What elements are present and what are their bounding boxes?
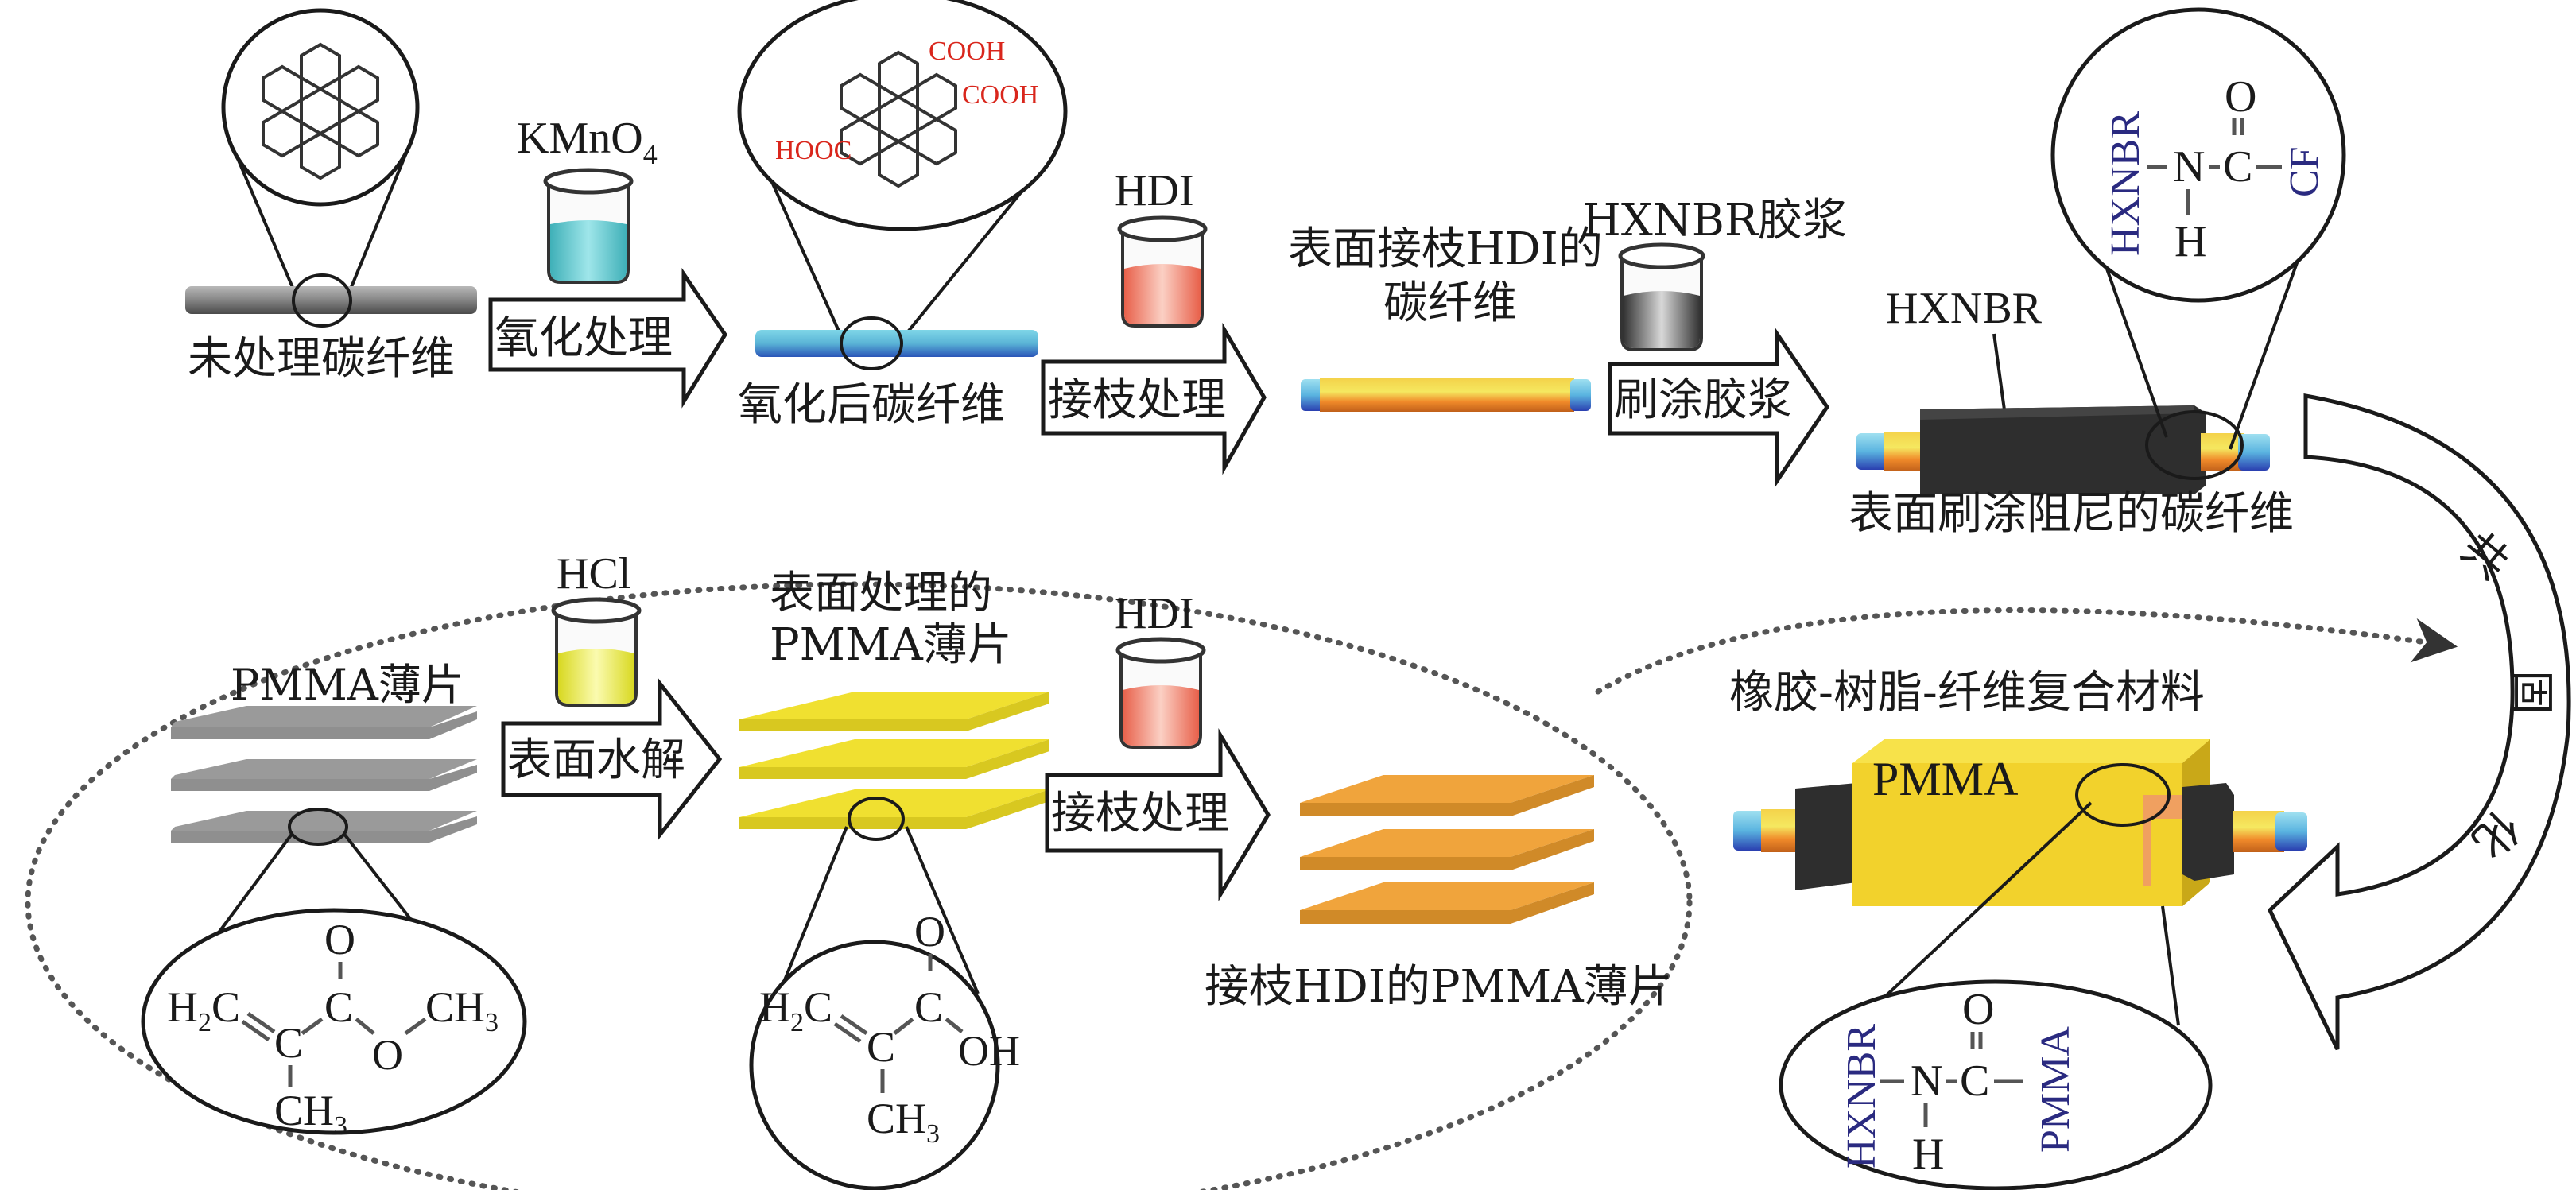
pmma-c-carbonyl: C [324,983,353,1031]
acid-oh: OH [958,1027,1020,1075]
composite-block: PMMA [1733,739,2307,906]
oxidized-fiber-zoom: COOH COOH HOOC [737,0,1068,345]
coated-fiber [1856,405,2270,494]
coating-step-label: 刷涂胶浆 [1614,374,1792,426]
grafted-fiber-label-line1: 表面接枝HDI的 [1288,223,1603,275]
untreated-fiber-zoom [221,8,420,301]
acid-o-top: O [914,908,945,955]
fiber-graft-step-label: 接枝处理 [1048,374,1226,426]
composite-h: H [1912,1130,1944,1179]
fiber-interface-zoom: HXNBR N C O H CF [2050,7,2346,480]
acid-h2c: H2C [759,983,832,1037]
acid-structure-zoom: O H2C C C OH CH3 [749,908,1020,1190]
composite-o: O [1962,985,1994,1034]
composite-n: N [1911,1056,1942,1106]
hdi-beaker-2-icon [1115,637,1206,749]
acid-ch3-bottom: CH3 [867,1095,940,1149]
hdi-label-bottom: HDI [1115,589,1194,638]
pmma-ch3-bottom: CH3 [274,1087,347,1141]
graphite-hexagon-icon [262,42,379,180]
pmma-o-ester: O [372,1031,403,1079]
sheet-to-cocuring-arrow [1595,607,2458,695]
untreated-fiber-label: 未处理碳纤维 [188,333,455,385]
hooc-group: HOOC [775,136,852,165]
kmno4-label: KMnO4 [517,114,658,170]
composite-left-group: HXNBR [1839,1024,1884,1169]
pmma-c-center: C [274,1019,303,1067]
grafted-sheets [1300,775,1594,924]
hdi-beaker-icon [1117,215,1208,328]
grafted-fiber [1301,378,1591,412]
composite-interface-zoom: HXNBR N C O H PMMA [1779,801,2213,1190]
hcl-label: HCl [557,549,630,599]
composite-label: 橡胶-树脂-纤维复合材料 [1729,667,2205,719]
interface-h: H [2174,217,2206,266]
grafted-sheet-label: 接枝HDI的PMMA薄片 [1205,961,1673,1013]
cocuring-char-2: 固 [2505,670,2557,715]
pmma-structure-zoom: O H2C C C O CH3 CH3 [141,908,527,1141]
pmma-sheet-label: PMMA薄片 [231,660,464,710]
hydrolysis-step-arrow: 表面水解 [501,677,723,841]
interface-n: N [2173,142,2205,192]
treated-sheet-label-line1: 表面处理的 [770,568,992,619]
hxnbr-slurry-label: HXNBR胶浆 [1582,195,1847,246]
hcl-beaker-icon [551,597,642,707]
hydrolysis-step-label: 表面水解 [507,735,685,786]
composite-right-group: PMMA [2033,1026,2078,1153]
acid-c-carbonyl: C [914,983,943,1031]
interface-left-group: HXNBR [2103,111,2148,256]
hxnbr-coating-label: HXNBR [1886,284,2043,333]
pmma-ch3-right: CH3 [425,983,499,1037]
oxidized-fiber-label: 氧化后碳纤维 [738,379,1005,431]
acid-c-center: C [867,1023,895,1071]
cooh-group-2: COOH [962,80,1038,110]
pmma-route-boundary [25,581,1693,1190]
coated-fiber-label: 表面刷涂阻尼的碳纤维 [1849,488,2294,540]
hdi-label-top: HDI [1115,166,1194,215]
coating-step-arrow: 刷涂胶浆 [1608,327,1830,488]
oxidized-graphite-icon [840,50,957,188]
interface-c: C [2223,142,2252,192]
oxidized-fiber [755,330,1038,357]
kmno4-beaker-icon [543,168,634,284]
composite-c: C [1960,1056,1989,1106]
oxidation-step-label: 氧化处理 [495,312,673,364]
pmma-sheets [171,706,477,843]
sheet-graft-step-label: 接枝处理 [1051,788,1229,839]
untreated-fiber [185,286,477,314]
pmma-matrix-label: PMMA [1872,753,2018,805]
pmma-o-top: O [324,916,355,963]
oxidation-step-arrow: 氧化处理 [488,267,727,409]
cocuring-arrow: 共 固 化 [2267,393,2571,1051]
grafted-fiber-label-line2: 碳纤维 [1383,277,1517,329]
cooh-group-1: COOH [929,37,1005,66]
hxnbr-beaker-icon [1618,242,1705,351]
pmma-h2c: H2C [167,983,240,1037]
fiber-graft-step-arrow: 接枝处理 [1041,322,1267,475]
interface-right-group: CF [2282,146,2327,197]
interface-o: O [2225,72,2256,122]
sheet-graft-step-arrow: 接枝处理 [1045,727,1271,902]
treated-sheet-label-line2: PMMA薄片 [770,619,1012,671]
treated-sheets [739,692,1049,829]
